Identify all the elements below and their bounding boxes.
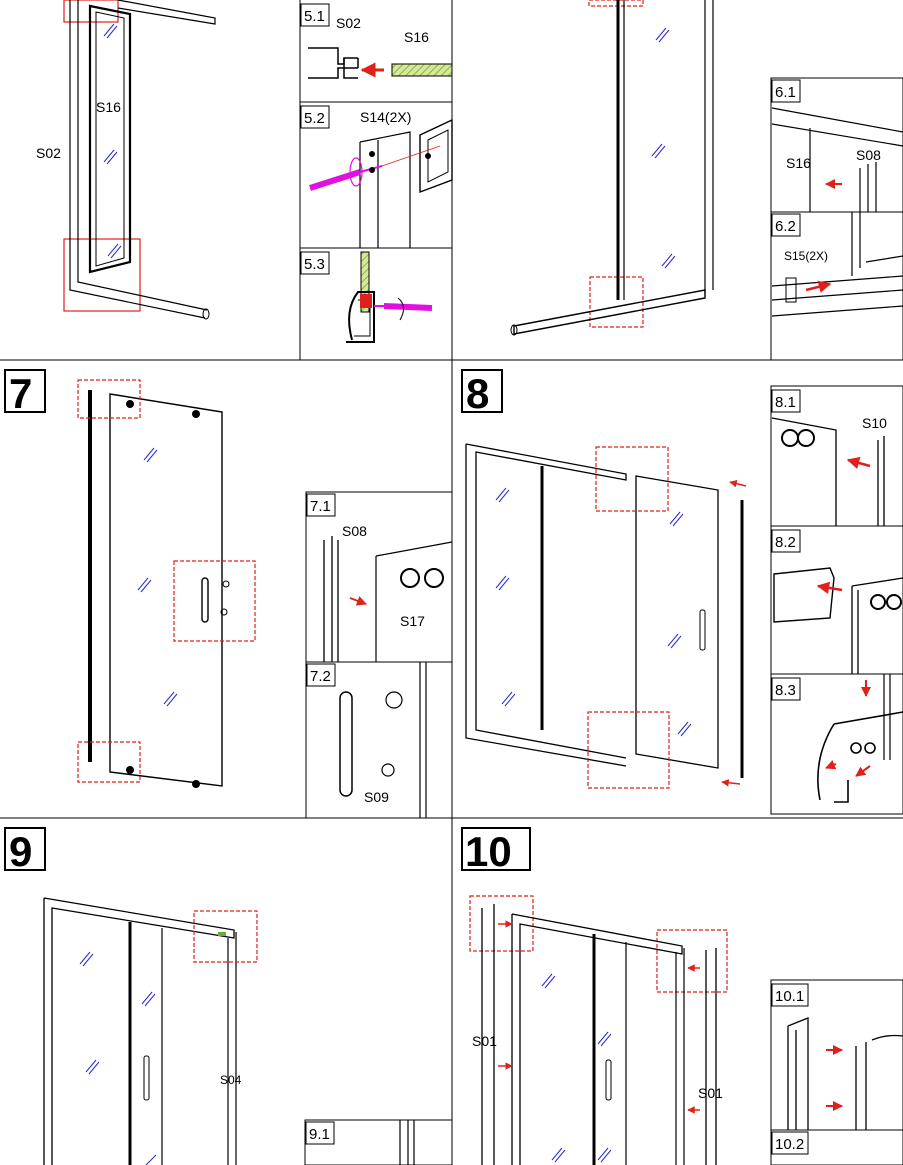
substep-7-1: 7.1 S08 S17 <box>305 491 453 663</box>
step-7-header: 7 <box>4 369 46 417</box>
label-s17: S17 <box>400 613 425 629</box>
substep-label-5-1: 5.1 <box>304 8 325 25</box>
substep-label-8-2: 8.2 <box>775 534 796 551</box>
substep-10-2: 10.2 <box>770 1129 903 1165</box>
label-s08-6-1: S08 <box>856 147 881 163</box>
substep-label-9-1: 9.1 <box>309 1126 330 1143</box>
step-top-left-diagram: S02 S16 <box>36 0 216 320</box>
step-9-diagram: S04 <box>43 897 258 1165</box>
substep-label-7-2: 7.2 <box>310 668 331 685</box>
label-s01-left: S01 <box>472 1033 497 1049</box>
step-number-9: 9 <box>9 828 32 875</box>
step-number-10: 10 <box>465 828 512 875</box>
step-8-header: 8 <box>461 369 503 417</box>
label-s16-5-1: S16 <box>404 29 429 45</box>
substep-label-7-1: 7.1 <box>310 498 331 515</box>
substep-5-1: 5.1 S02 S16 <box>300 3 453 103</box>
substep-label-6-1: 6.1 <box>775 84 796 101</box>
substep-10-1: 10.1 <box>770 979 903 1131</box>
substep-9-1: 9.1 <box>304 1119 453 1165</box>
substep-label-5-2: 5.2 <box>304 110 325 127</box>
step-6-diagram <box>510 0 714 336</box>
label-s16-6-1: S16 <box>786 155 811 171</box>
label-s09: S09 <box>364 789 389 805</box>
label-s15: S15(2X) <box>784 249 828 263</box>
substep-8-1: 8.1 S10 <box>770 385 903 527</box>
step-10-diagram: S01 S01 <box>469 895 728 1165</box>
step-number-8: 8 <box>466 370 489 417</box>
step-9-header: 9 <box>4 827 46 875</box>
step-7-diagram <box>77 379 256 788</box>
label-s16-main: S16 <box>96 99 121 115</box>
substep-label-6-2: 6.2 <box>775 218 796 235</box>
substep-label-8-1: 8.1 <box>775 394 796 411</box>
substep-label-10-2: 10.2 <box>775 1136 804 1153</box>
label-s02-main: S02 <box>36 145 61 161</box>
step-8-diagram <box>465 443 747 789</box>
label-s10: S10 <box>862 415 887 431</box>
substep-7-2: 7.2 S09 <box>305 661 453 819</box>
step-number-7: 7 <box>9 370 32 417</box>
label-s04: S04 <box>220 1073 242 1087</box>
substep-6-1: 6.1 S16 S08 <box>770 77 903 213</box>
label-s08-7-1: S08 <box>342 523 367 539</box>
substep-label-5-3: 5.3 <box>304 256 325 273</box>
substep-8-2: 8.2 <box>770 525 903 675</box>
substep-5-3: 5.3 <box>300 251 433 343</box>
substep-label-8-3: 8.3 <box>775 682 796 699</box>
substep-8-3: 8.3 <box>770 673 903 815</box>
substep-label-10-1: 10.1 <box>775 988 804 1005</box>
substep-6-2: 6.2 S15(2X) <box>770 211 903 361</box>
label-s02-5-1: S02 <box>336 15 361 31</box>
substep-5-2: 5.2 S14(2X) <box>300 105 453 249</box>
label-s14: S14(2X) <box>360 109 411 125</box>
step-10-header: 10 <box>461 827 531 875</box>
label-s01-right: S01 <box>698 1085 723 1101</box>
